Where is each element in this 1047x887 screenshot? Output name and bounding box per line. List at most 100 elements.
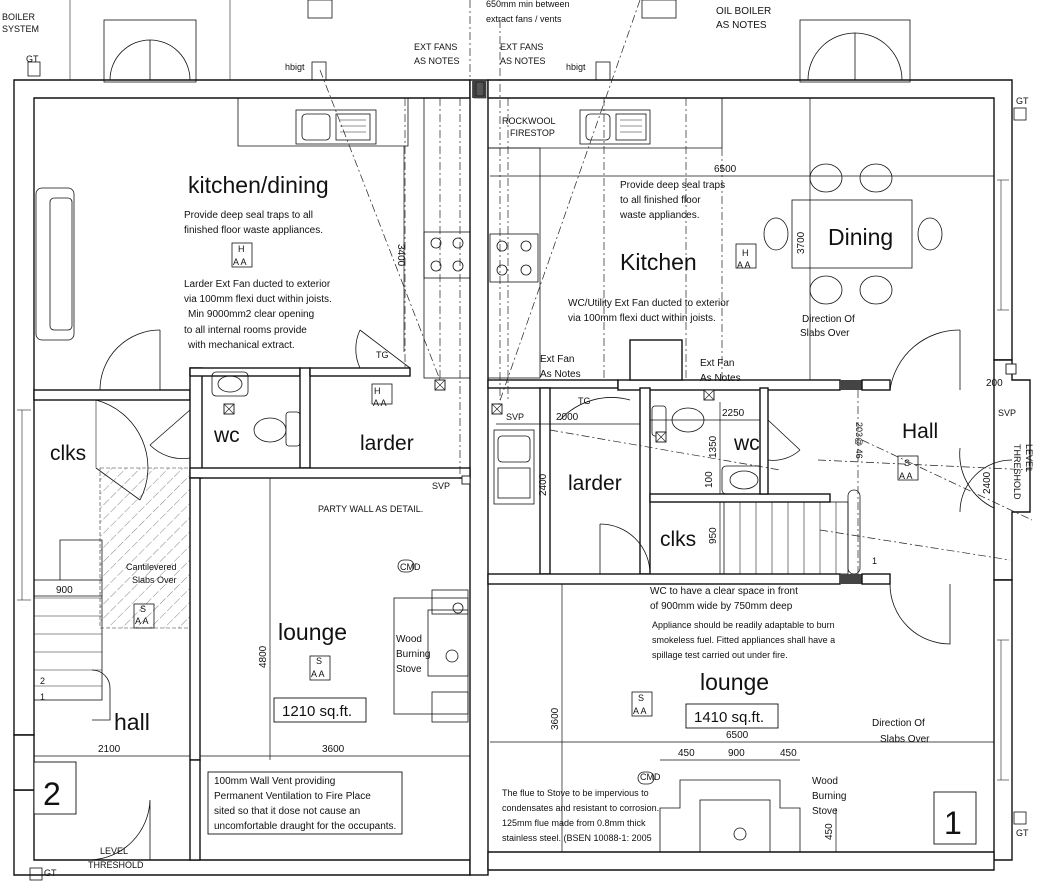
firestop-block [472,80,486,98]
note-ext-fans: AS NOTES [414,56,460,66]
note-oil-boiler: AS NOTES [716,20,767,31]
note-ext-fans: AS NOTES [500,56,546,66]
note-seal-traps: waste appliances. [619,210,700,221]
note-ext-fan: Ext Fan [540,354,574,365]
note-stove: Wood [396,634,422,645]
symbol-aa: A A [311,669,325,679]
note-wc-space: of 900mm wide by 750mm deep [650,601,793,612]
dimension-label: 2400 [538,473,549,496]
note-vents: extract fans / vents [486,14,562,24]
cantilever-hatch [99,467,191,629]
note-ext-fan: As Notes [540,369,581,380]
note-seal-traps: Provide deep seal traps [620,180,725,191]
area-box-right [685,703,779,729]
note-level-threshold: LEVEL [1024,444,1034,472]
sofa-icon [35,187,75,341]
note-level-threshold: THRESHOLD [1012,444,1022,500]
unit-number-box-right [933,791,977,845]
note-wall-vent: sited so that it dose not cause an [214,806,360,817]
symbol-h: H [238,244,245,254]
note-larder-fan: with mechanical extract. [187,340,295,351]
note-rockwool: ROCKWOOL [502,116,556,126]
unit-number-box-left [33,761,77,815]
note-ext-fans: EXT FANS [414,42,457,52]
stair-number: 2 [40,676,45,686]
room-label-kitchen: Kitchen [620,249,697,275]
label-hbigt: hbigt [285,62,305,72]
room-label-lounge: lounge [278,619,347,645]
note-wc-space: WC to have a clear space in front [650,586,798,597]
symbol-s: S [140,604,146,614]
note-larder-fan: Larder Ext Fan ducted to exterior [184,279,331,290]
party-wall [469,79,489,876]
note-ext-fan: As Notes [700,373,741,384]
note-wall-vent: uncomfortable draught for the occupants. [214,821,396,832]
dimension-label: 6500 [726,730,749,741]
note-slabs-over: Direction Of [872,718,925,729]
room-label-hall: hall [114,709,150,735]
note-flue: 125mm flue made from 0.8mm thick [502,818,646,828]
dimension-label: 1350 [708,435,719,458]
note-level-threshold: LEVEL [100,846,128,856]
note-slabs-over: Direction Of [802,314,855,325]
label-svp: SVP [506,412,524,422]
unit-number-right: 1 [944,805,962,841]
vent-markers [223,81,1017,485]
note-wc-utility: WC/Utility Ext Fan ducted to exterior [568,298,730,309]
toilet-icon [253,411,301,447]
wc-basin-icon [211,371,249,397]
symbol-s: S [638,693,644,703]
area-label-right: 1410 sq.ft. [694,709,764,726]
label-gt: GT [26,54,39,64]
note-seal-traps: finished floor waste appliances. [184,225,323,236]
dimension-label: 900 [56,585,73,596]
dimension-label: 4800 [258,645,269,668]
label-gt: GT [44,868,57,878]
dimension-label: 3600 [550,707,561,730]
label-gt: GT [1016,96,1029,106]
note-seal-traps: Provide deep seal traps to all [184,210,313,221]
hob-icon [489,233,539,283]
toilet-icon [651,405,705,437]
label-hbigt: hbigt [566,62,586,72]
note-stove: Wood [812,776,838,787]
note-wall-vent: Permanent Ventilation to Fire Place [214,791,371,802]
dimension-label: 2250 [722,408,745,419]
dimension-label: 3600 [322,744,345,755]
right-unit [487,98,1013,853]
symbol-s: S [904,458,910,468]
stairs-right [723,390,861,575]
left-unit [33,97,471,861]
room-label-clks: clks [660,528,696,551]
note-larder-fan: to all internal rooms provide [184,325,307,336]
sink-icon [579,109,651,145]
room-label-lounge: lounge [700,669,769,695]
sink-icon [295,109,377,145]
note-stove: Stove [396,664,422,675]
room-label-wc: wc [733,432,760,455]
note-level-threshold: THRESHOLD [88,860,144,870]
room-label-wc: wc [213,424,240,447]
symbol-s: S [316,656,322,666]
symbol-h: H [742,248,749,258]
symbol-aa: A A [373,398,387,408]
note-flue: condensates and resistant to corrosion. [502,803,659,813]
text-layer: BOILER SYSTEM OIL BOILER AS NOTES 650mm … [2,0,1034,878]
note-flue: The flue to Stove to be impervious to [502,788,649,798]
note-stove: Stove [812,806,838,817]
note-larder-fan: Min 9000mm2 clear opening [188,309,314,320]
note-appliance: smokeless fuel. Fitted appliances shall … [652,635,835,645]
note-stove: Burning [812,791,846,802]
dimension-label: 450 [678,748,695,759]
windows [17,179,1009,781]
note-cantilevered: Cantilevered [126,562,177,572]
dimension-label: 450 [824,823,835,840]
french-doors-left [69,0,231,83]
note-oil-boiler: OIL BOILER [716,6,771,17]
note-seal-traps: to all finished floor [620,195,701,206]
note-wall-vent: 100mm Wall Vent providing [214,776,335,787]
symbol-aa: A A [135,616,149,626]
hob-icon [423,231,471,279]
note-ext-fans: EXT FANS [500,42,543,52]
note-party-wall: PARTY WALL AS DETAIL. [318,504,423,514]
